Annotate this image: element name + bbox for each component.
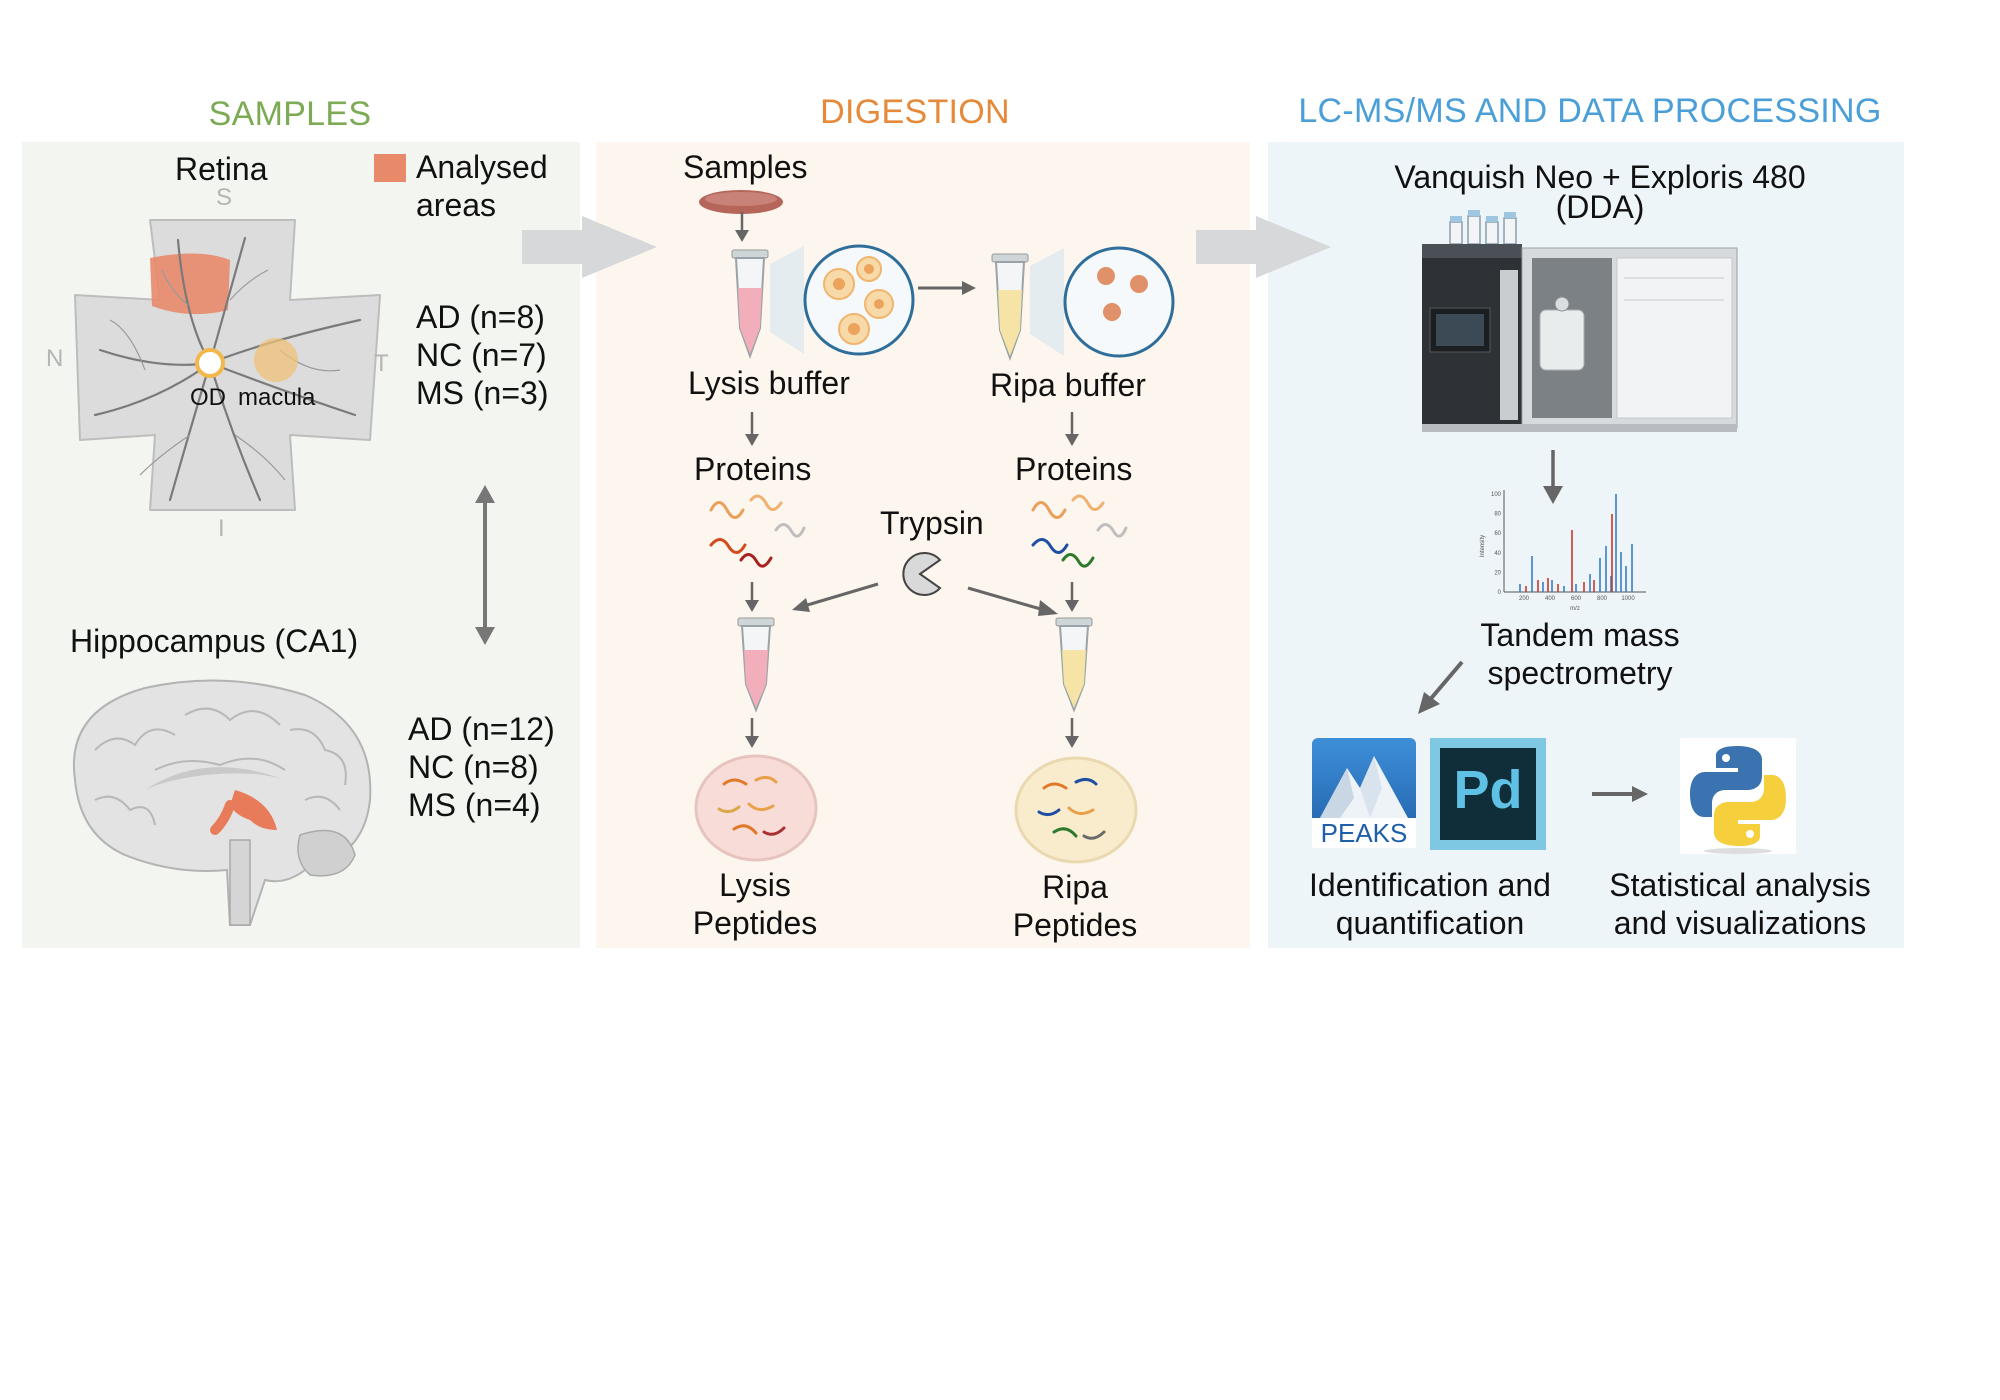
arrow-tandem-to-software: [1418, 660, 1464, 714]
compass-t: T: [374, 350, 389, 377]
samples-title: SAMPLES: [208, 95, 372, 133]
retina-group-nc: NC (n=7): [416, 337, 547, 373]
compass-n: N: [46, 345, 64, 372]
proteins-left-icon: [709, 494, 806, 568]
statistics-line2: and visualizations: [1613, 905, 1867, 941]
spectrum-ytick-label: 0: [1498, 590, 1502, 596]
arrow-lysis-to-proteins: [745, 412, 759, 446]
digestion-samples-label: Samples: [683, 149, 808, 185]
retina-group-ms: MS (n=3): [416, 375, 549, 411]
spectrum-xtick-label: 1000: [1621, 596, 1635, 602]
arrow-instrument-to-spectrum: [1543, 450, 1563, 504]
arrow-trypsin-to-lysis: [792, 582, 879, 612]
retina-title: Retina: [175, 151, 268, 187]
tandem-line2: spectrometry: [1487, 655, 1673, 691]
lysis-buffer-label: Lysis buffer: [688, 365, 850, 401]
double-arrow: [475, 485, 495, 645]
legend-line-2: areas: [416, 187, 497, 223]
compass-i: I: [218, 515, 225, 542]
spectrum-xlabel: m/z: [1570, 606, 1580, 612]
spectrum-ytick-label: 20: [1494, 570, 1501, 576]
hippocampus-group-nc: NC (n=8): [408, 749, 539, 785]
proteins-left-label: Proteins: [694, 451, 812, 487]
ripa-buffer-label: Ripa buffer: [990, 367, 1146, 403]
arrow-to-python: [1592, 786, 1648, 802]
lysis-digest-tube-icon: [737, 617, 775, 713]
spectrum-ytick-label: 100: [1491, 492, 1502, 498]
spectrum-xtick-label: 200: [1519, 596, 1530, 602]
ripa-peptides-dish: [1014, 756, 1138, 864]
retina-flatmount-illustration: [74, 219, 381, 511]
trypsin-label: Trypsin: [880, 505, 984, 541]
legend-line-1: Analysed: [416, 149, 548, 185]
retina-group-ad: AD (n=8): [416, 299, 545, 335]
spectrum-ylabel: Intensity: [1480, 535, 1486, 557]
brain-illustration: [72, 679, 372, 926]
spectrum-ytick-label: 40: [1494, 551, 1501, 557]
arrow-trypsin-to-ripa: [967, 586, 1058, 616]
tissue-sample-icon: [699, 190, 783, 214]
macula-label: macula: [238, 384, 316, 411]
trypsin-pacman-icon: [902, 552, 942, 596]
compass-s: S: [216, 184, 233, 211]
lysis-cells-magnified: [770, 244, 915, 356]
ripa-cells-magnified: [1030, 246, 1175, 358]
section-arrow-1: [522, 216, 657, 278]
hippocampus-group-ms: MS (n=4): [408, 787, 541, 823]
proteins-right-label: Proteins: [1015, 451, 1133, 487]
arrow-samples-to-lysis: [735, 212, 749, 242]
arrow-proteins-to-ripa-tube: [1065, 582, 1079, 612]
pd-logo-text: Pd: [1453, 760, 1523, 820]
ripa-digest-tube-icon: [1055, 617, 1093, 713]
identification-line1: Identification and: [1309, 867, 1551, 903]
spectrum-xtick-label: 800: [1597, 596, 1608, 602]
arrow-ripa-to-proteins: [1065, 412, 1079, 446]
peaks-logo-text: PEAKS: [1320, 818, 1408, 848]
analysed-areas-swatch: [374, 154, 406, 182]
proteome-discoverer-logo: Pd: [1430, 738, 1546, 850]
statistics-line1: Statistical analysis: [1609, 867, 1871, 903]
lysis-peptides-line2: Peptides: [692, 905, 818, 941]
python-logo: [1680, 738, 1796, 854]
section-arrow-2: [1196, 216, 1331, 278]
instrument-line2: (DDA): [1555, 189, 1645, 225]
lysis-peptides-line1: Lysis: [719, 867, 791, 903]
digestion-title: DIGESTION: [820, 93, 1010, 131]
lysis-tube-icon: [731, 249, 769, 359]
arrow-proteins-to-lysis-tube: [745, 582, 759, 612]
tandem-line1: Tandem mass: [1480, 617, 1680, 653]
spectrum-xtick-label: 600: [1571, 596, 1582, 602]
proteins-right-icon: [1031, 494, 1128, 568]
od-label: OD: [190, 384, 226, 411]
arrow-lysis-to-ripa: [918, 281, 976, 295]
spectrum-xtick-label: 400: [1545, 596, 1556, 602]
instrument-line1: Vanquish Neo + Exploris 480: [1394, 159, 1806, 195]
peaks-logo: PEAKS: [1312, 738, 1416, 848]
ripa-peptides-line1: Ripa: [1042, 869, 1108, 905]
arrow-to-lysis-peptides: [745, 718, 759, 748]
ripa-tube-icon: [991, 253, 1029, 361]
spectrum-ytick-label: 80: [1494, 512, 1501, 518]
hippocampus-group-ad: AD (n=12): [408, 711, 555, 747]
hippocampus-title: Hippocampus (CA1): [70, 623, 359, 659]
lcms-title: LC-MS/MS AND DATA PROCESSING: [1298, 92, 1882, 130]
arrow-to-ripa-peptides: [1065, 718, 1079, 748]
identification-line2: quantification: [1335, 905, 1525, 941]
lysis-peptides-dish: [694, 754, 818, 862]
spectrum-ytick-label: 60: [1494, 531, 1501, 537]
ripa-peptides-line2: Peptides: [1012, 907, 1138, 943]
lcms-instrument-illustration: [1422, 210, 1738, 432]
